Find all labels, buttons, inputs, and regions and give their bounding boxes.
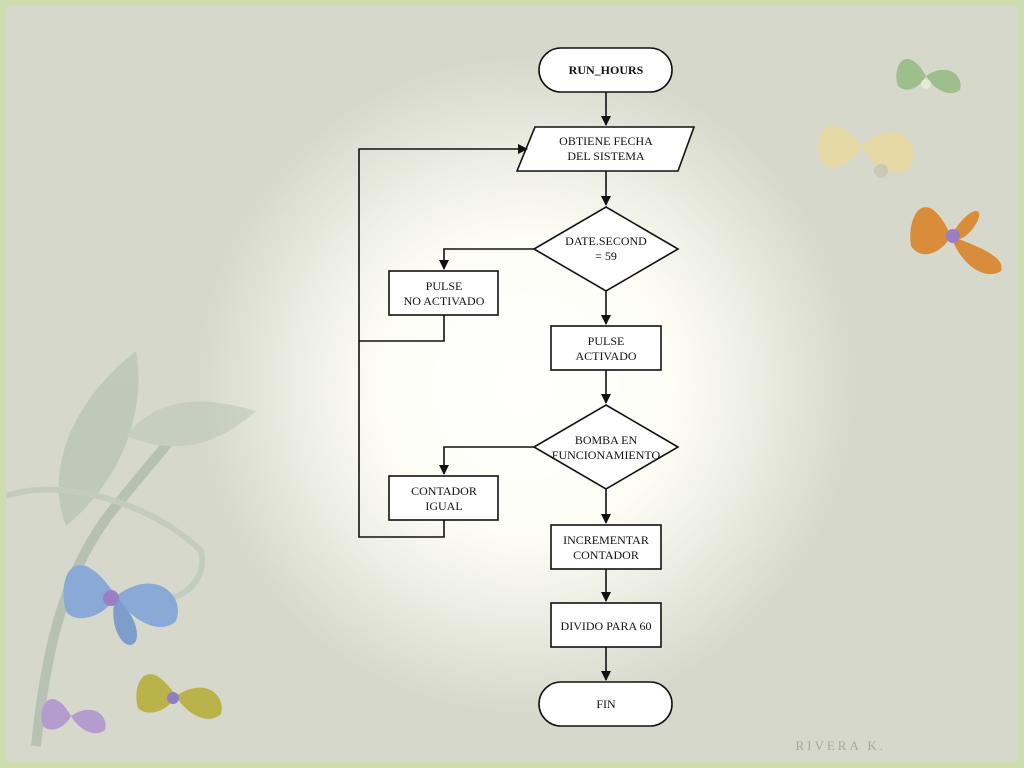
decision1-label-2: = 59 [595,249,617,263]
pulse-on-label-2: ACTIVADO [575,349,636,363]
decision-bomba [532,404,680,490]
increment-label-2: CONTADOR [573,548,639,562]
counter-eq-label-1: CONTADOR [411,484,477,498]
end-terminator [538,681,673,727]
author-footer: RIVERA K. [795,738,886,753]
pulse-on-label-1: PULSE [588,334,625,348]
process-pulse-no-activado [388,270,499,316]
divide-label: DIVIDO PARA 60 [561,619,652,633]
decision2-label-1: BOMBA EN [575,433,638,447]
pulse-off-label-2: NO ACTIVADO [404,294,485,308]
butterfly-icon [896,58,961,94]
butterfly-icon [910,207,1002,275]
background-decor [6,58,1002,747]
start-label: RUN_HOURS [569,63,644,77]
butterfly-icon [63,565,178,645]
input-label-1: OBTIENE FECHA [559,134,653,148]
end-label: FIN [596,697,616,711]
butterfly-icon [41,698,106,734]
process-pulse-activado [550,325,662,371]
decision2-label-2: FUNCIONAMIENTO [552,448,661,462]
increment-label-1: INCREMENTAR [563,533,649,547]
pulse-off-label-1: PULSE [426,279,463,293]
flowchart: RUN_HOURS OBTIENE FECHA DEL SISTEMA DATE… [358,47,696,727]
process-incrementar [550,524,662,570]
decision1-label-1: DATE.SECOND [565,234,647,248]
butterfly-icon [817,125,914,178]
input-parallelogram [515,126,696,172]
connectors [358,92,611,681]
process-contador-igual [388,475,499,521]
counter-eq-label-2: IGUAL [425,499,462,513]
input-label-2: DEL SISTEMA [567,149,645,163]
butterfly-icon [136,674,222,719]
